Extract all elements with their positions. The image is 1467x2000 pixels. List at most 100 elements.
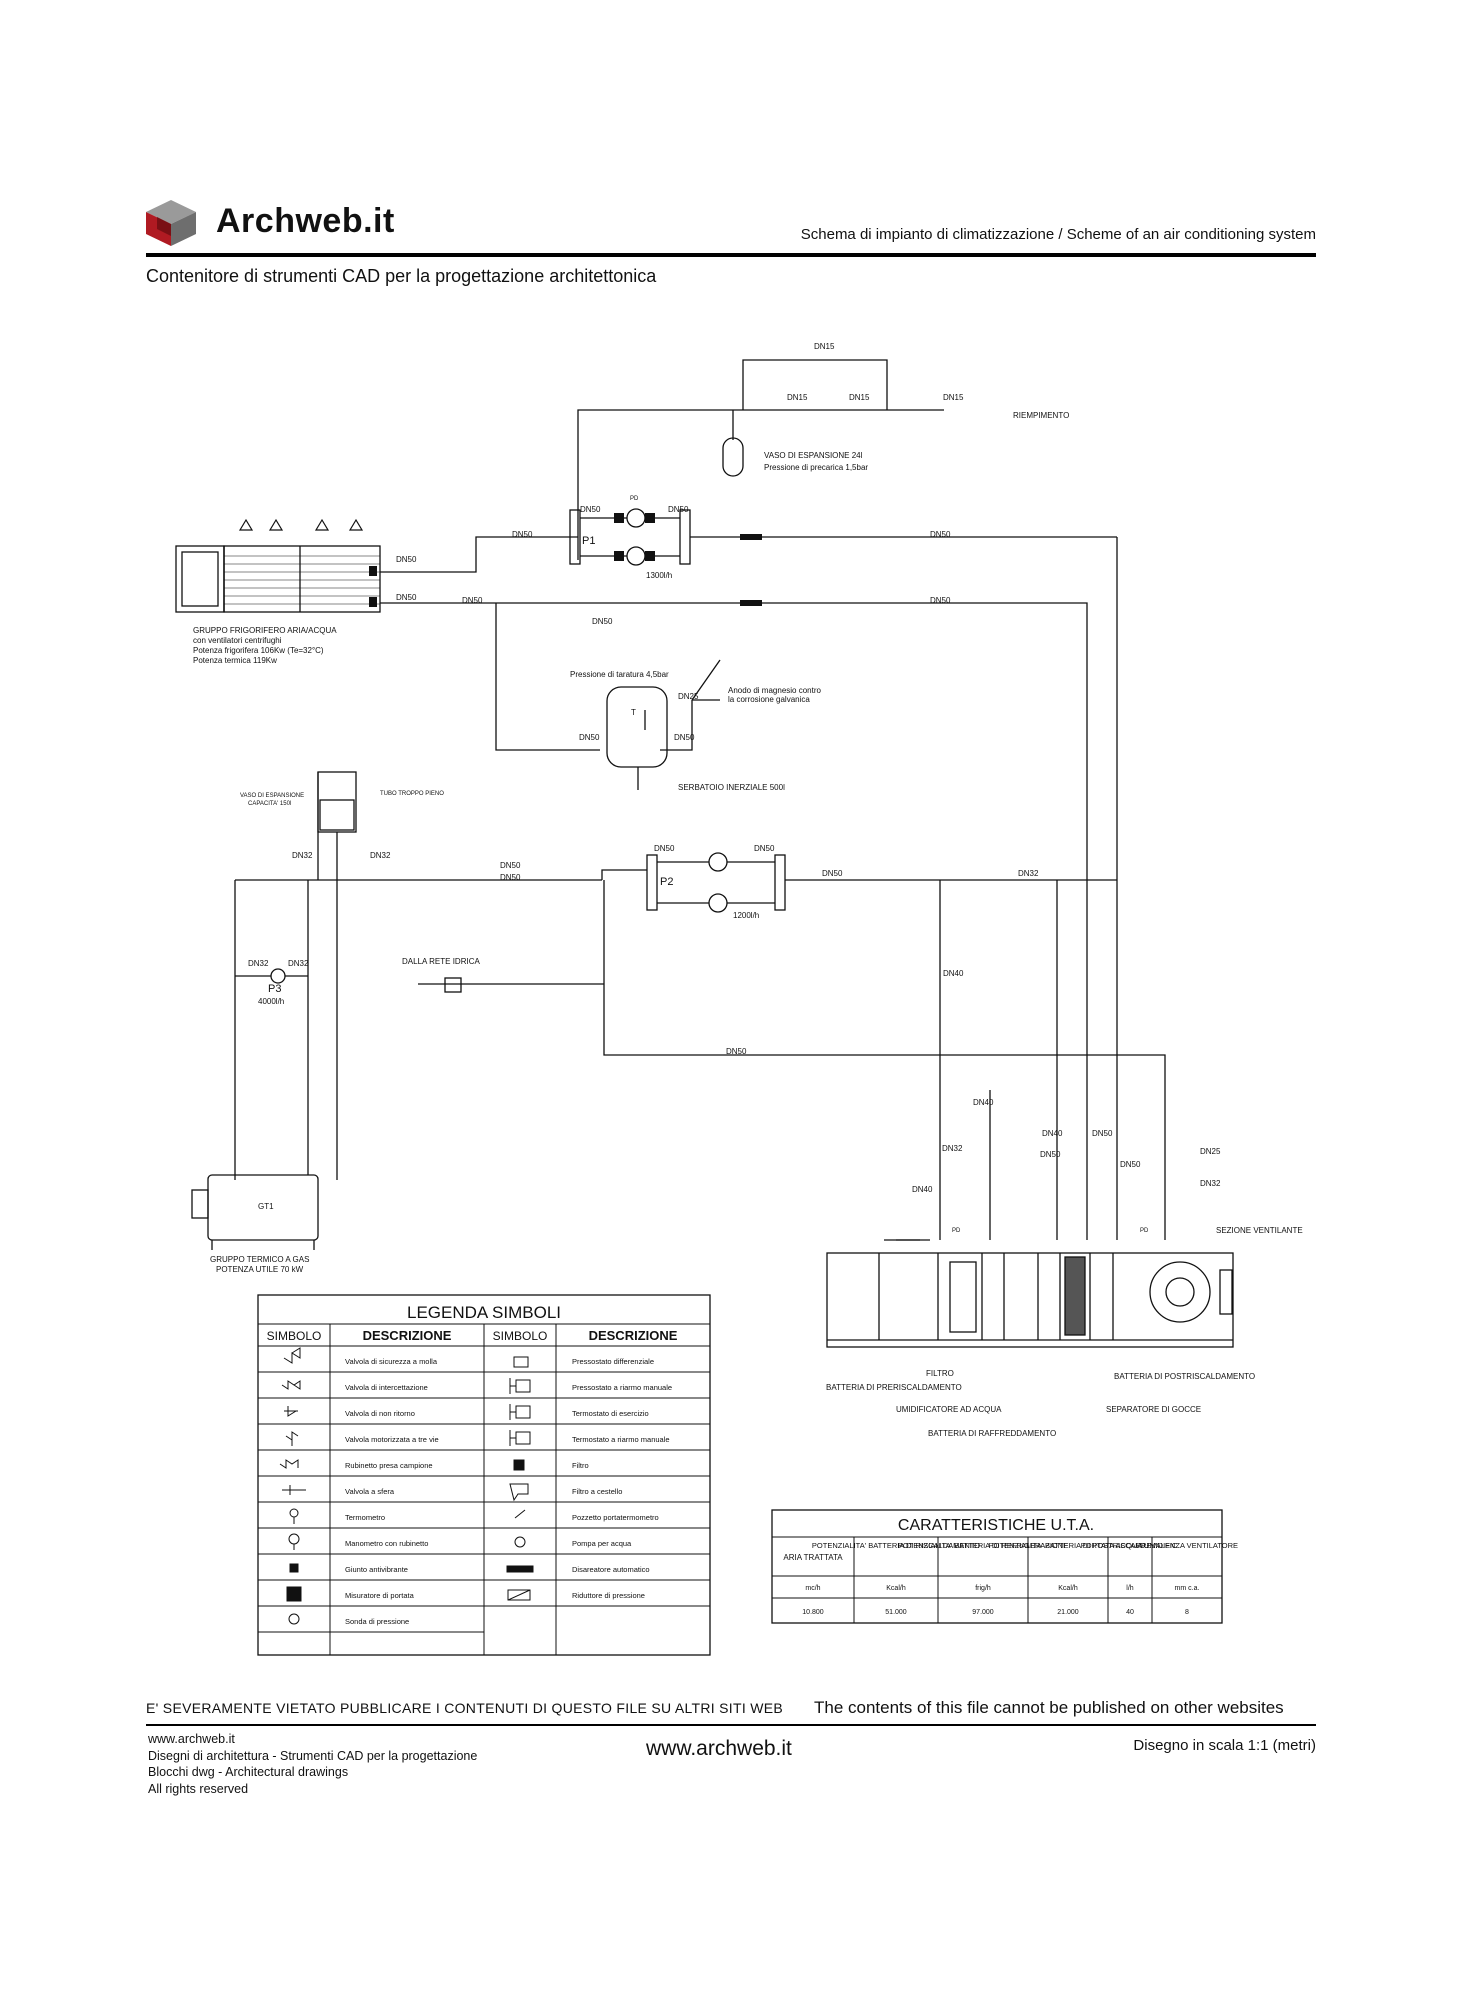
uta-unit-2: frig/h xyxy=(975,1585,991,1592)
legend-item-diff-pressostat: Pressostato differenziale xyxy=(572,1357,654,1366)
p2-out-dn32: DN32 xyxy=(1018,869,1039,878)
uta-value-5: 8 xyxy=(1185,1609,1189,1616)
ahu-dn50-a: DN50 xyxy=(1092,1129,1113,1138)
legend-item-shutoff-valve: Valvola di intercettazione xyxy=(345,1383,428,1392)
expansion-vessel-label: VASO DI ESPANSIONE 24l xyxy=(764,451,863,460)
legend-item-sample-tap: Rubinetto presa campione xyxy=(345,1461,433,1470)
vaso-150-label-2: CAPACITA' 150l xyxy=(248,801,291,807)
return-dn50-low: DN50 xyxy=(726,1047,747,1056)
uta-value-3: 21.000 xyxy=(1057,1609,1079,1616)
p2-in-dn50-b: DN50 xyxy=(500,873,521,882)
uta-header-1: POTENZIALITA' BATTERIA DI RISCALDAMENTO xyxy=(812,1541,980,1550)
page-subtitle: Contenitore di strumenti CAD per la prog… xyxy=(146,266,657,286)
dn15-label-a: DN15 xyxy=(787,393,808,402)
return-dn50-label: DN50 xyxy=(462,596,483,605)
ahu-pd-mark-b: PD xyxy=(1140,1228,1149,1234)
ahu-dn50-c: DN50 xyxy=(1120,1160,1141,1169)
legend-item-water-pump: Pompa per acqua xyxy=(572,1539,632,1548)
legend-item-deaerator: Disareatore automatico xyxy=(572,1565,650,1574)
ahu-dn40-b: DN40 xyxy=(973,1098,994,1107)
uta-unit-1: Kcal/h xyxy=(886,1585,906,1592)
p1-pd-mark: PD xyxy=(630,496,639,502)
header-divider xyxy=(146,253,1316,257)
legend-item-thermostat: Termostato di esercizio xyxy=(572,1409,649,1418)
p2-dn50-right: DN50 xyxy=(754,844,775,853)
legend-item-check-valve: Valvola di non ritorno xyxy=(345,1409,415,1418)
uta-unit-3: Kcal/h xyxy=(1058,1585,1078,1592)
footer-line-drawings: Disegni di architettura - Strumenti CAD … xyxy=(148,1748,478,1763)
legend-item-thermometer: Termometro xyxy=(345,1513,385,1522)
uta-header-4: PORTATA ACQUA UMIDIFIC. xyxy=(1081,1541,1180,1550)
supply-dn50-label: DN50 xyxy=(512,530,533,539)
p2-flow-label: 1200l/h xyxy=(733,911,759,920)
troppo-pieno-label: TUBO TROPPO PIENO xyxy=(380,791,444,797)
chiller-label-4: Potenza termica 119Kw xyxy=(193,656,277,665)
taratura-label: Pressione di taratura 4,5bar xyxy=(570,670,669,679)
chiller-label-3: Potenza frigorifera 106Kw (Te=32°C) xyxy=(193,646,324,655)
supply-dn50-right: DN50 xyxy=(930,530,951,539)
footer-divider xyxy=(146,1724,1316,1726)
preheat-coil-label: BATTERIA DI PRERISCALDAMENTO xyxy=(826,1383,962,1392)
uta-title: CARATTERISTICHE U.T.A. xyxy=(898,1517,1094,1534)
expansion-vessel-pressure: Pressione di precarica 1,5bar xyxy=(764,463,868,472)
ahu-dn40-c: DN40 xyxy=(912,1185,933,1194)
riempimento-label: RIEMPIMENTO xyxy=(1013,411,1069,420)
dn15-top-label: DN15 xyxy=(814,342,835,351)
dn15-label-b: DN15 xyxy=(849,393,870,402)
uta-value-1: 51.000 xyxy=(885,1609,907,1616)
tank-dn50-right: DN50 xyxy=(674,733,695,742)
p3-label: P3 xyxy=(268,983,281,995)
chiller-label-2: con ventilatori centrifughi xyxy=(193,636,282,645)
uta-unit-4: l/h xyxy=(1126,1585,1134,1592)
vaso-150-label-1: VASO DI ESPANSIONE xyxy=(240,793,304,799)
p3-dn32-right: DN32 xyxy=(288,959,309,968)
fan-section-label: SEZIONE VENTILANTE xyxy=(1216,1226,1303,1235)
footer-info: www.archweb.it Disegni di architettura -… xyxy=(148,1731,477,1797)
uta-header-0: ARIA TRATTATA xyxy=(783,1553,843,1562)
water-inlet-label: DALLA RETE IDRICA xyxy=(402,957,480,966)
p3-flow-label: 4000l/h xyxy=(258,997,284,1006)
legend-item-manual-thermostat: Termostato a riarmo manuale xyxy=(572,1435,670,1444)
legend-col-simbolo-2: SIMBOLO xyxy=(493,1329,548,1343)
legend-item-antivibration: Giunto antivibrante xyxy=(345,1565,408,1574)
legend-item-thermowell: Pozzetto portatermometro xyxy=(572,1513,659,1522)
ahu-dn25-label: DN25 xyxy=(1200,1147,1221,1156)
boiler-label-1: GRUPPO TERMICO A GAS xyxy=(210,1255,309,1264)
footer-line-rights: All rights reserved xyxy=(148,1781,249,1796)
chiller-dn50-b: DN50 xyxy=(396,593,417,602)
tank-dn50-left: DN50 xyxy=(579,733,600,742)
bypass-dn50-label: DN50 xyxy=(592,617,613,626)
return-dn50-right: DN50 xyxy=(930,596,951,605)
footer-website: www.archweb.it xyxy=(646,1737,792,1760)
p2-dn50-left: DN50 xyxy=(654,844,675,853)
legend-item-basket-filter: Filtro a cestello xyxy=(572,1487,622,1496)
page-title: Schema di impianto di climatizzazione / … xyxy=(800,226,1316,243)
p3-dn32-left: DN32 xyxy=(248,959,269,968)
legend-item-pressure-reducer: Riduttore di pressione xyxy=(572,1591,645,1600)
ahu-dn32-a: DN32 xyxy=(942,1144,963,1153)
ahu-dn40-label: DN40 xyxy=(943,969,964,978)
dn15-label-c: DN15 xyxy=(943,393,964,402)
droplet-separator-label: SEPARATORE DI GOCCE xyxy=(1106,1405,1201,1414)
cooling-coil-label: BATTERIA DI RAFFREDDAMENTO xyxy=(928,1429,1056,1438)
ahu-dn50-b: DN50 xyxy=(1040,1150,1061,1159)
ahu-pd-mark-a: PD xyxy=(952,1228,961,1234)
legend-item-flowmeter: Misuratore di portata xyxy=(345,1591,415,1600)
boiler-label-2: POTENZA UTILE 70 kW xyxy=(216,1265,304,1274)
postheat-coil-label: BATTERIA DI POSTRISCALDAMENTO xyxy=(1114,1372,1255,1381)
copyright-warning-it: E' SEVERAMENTE VIETATO PUBBLICARE I CONT… xyxy=(146,1700,783,1716)
footer-line-blocks: Blocchi dwg - Architectural drawings xyxy=(148,1765,349,1779)
legend-item-ball-valve: Valvola a sfera xyxy=(345,1487,395,1496)
p1-flow-label: 1300l/h xyxy=(646,571,672,580)
chiller-dn50-a: DN50 xyxy=(396,555,417,564)
legend-item-filter: Filtro xyxy=(572,1461,589,1470)
legend-col-descrizione-1: DESCRIZIONE xyxy=(363,1328,452,1343)
archweb-logo-icon xyxy=(146,200,196,246)
tank-dn25-label: DN25 xyxy=(678,692,699,701)
legend-item-3way-valve: Valvola motorizzata a tre vie xyxy=(345,1435,439,1444)
p2-in-dn50-a: DN50 xyxy=(500,861,521,870)
gt1-dn32-b: DN32 xyxy=(292,851,313,860)
filter-label: FILTRO xyxy=(926,1369,954,1378)
gt1-label: GT1 xyxy=(258,1202,274,1211)
